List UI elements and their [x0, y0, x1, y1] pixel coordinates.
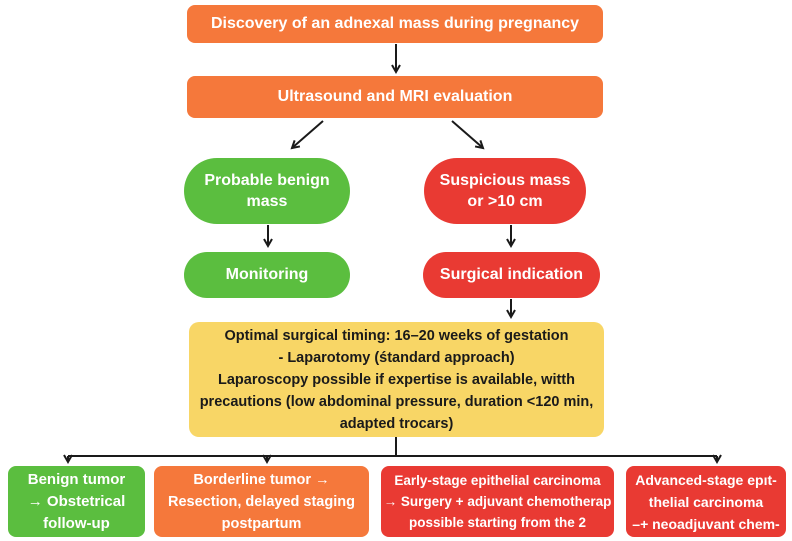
node-surgical-label: Surgical indication [439, 266, 584, 283]
node-advanced-line-3: –+ neoadjuvant chem- [632, 515, 780, 532]
node-probable-line-1: Probable benign [204, 172, 330, 189]
node-suspicious-mass: Suspicious mass or >10 cm [424, 158, 586, 224]
node-probable-line-2: mass [246, 193, 288, 210]
node-suspicious-line-1: Suspicious mass [439, 172, 571, 189]
node-advanced-line-1: Advanced-stage epıt- [635, 471, 777, 488]
node-benign-line-3: follow-up [43, 514, 110, 532]
node-borderline-line-1: Borderline tumor → [193, 471, 330, 488]
node-evaluation-label: Ultrasound and MRI evaluation [277, 88, 513, 105]
node-early-line-3: possible starting from the 2 [408, 515, 587, 530]
node-discovery: Discovery of an adnexal mass during preg… [187, 5, 603, 43]
node-advanced-line-2: thelial carcinoma [648, 493, 764, 510]
node-suspicious-line-2: or >10 cm [467, 193, 543, 210]
node-surgical-timing: Optimal surgical timing: 16–20 weeks of … [189, 322, 604, 437]
node-timing-line-3: Laparoscopy possible if expertise is ava… [218, 371, 575, 388]
node-early-stage-carcinoma: Early-stage epithelial carcinoma → Surge… [381, 466, 614, 537]
node-probable-benign-mass: Probable benign mass [184, 158, 350, 224]
node-benign-line-1: Benign tumor [27, 470, 126, 488]
node-borderline-tumor: Borderline tumor → Resection, delayed st… [154, 466, 369, 537]
node-timing-line-4: precautions (low abdominal pressure, dur… [199, 393, 594, 410]
node-borderline-line-3: postpartum [221, 515, 302, 532]
node-benign-line-2: → Obstetrical [27, 492, 126, 510]
node-timing-line-1: Optimal surgical timing: 16–20 weeks of … [224, 327, 569, 344]
node-early-line-1: Early-stage epithelial carcinoma [394, 473, 601, 488]
arrow-evaluation-to-suspicious [451, 120, 485, 150]
node-monitoring: Monitoring [184, 252, 350, 298]
node-timing-line-5: adapted trocars) [339, 415, 454, 432]
node-early-line-2: → Surgery + adjuvant chemotherap [383, 494, 612, 509]
node-borderline-line-2: Resection, delayed staging [168, 493, 355, 510]
node-benign-tumor: Benign tumor → Obstetrical follow-up [8, 466, 145, 537]
arrow-evaluation-to-probable [290, 120, 324, 150]
node-evaluation: Ultrasound and MRI evaluation [187, 76, 603, 118]
node-discovery-label: Discovery of an adnexal mass during preg… [210, 15, 580, 32]
node-monitoring-label: Monitoring [225, 266, 309, 283]
node-timing-line-2: - Laparotomy (śtandard approach) [278, 349, 515, 366]
node-surgical-indication: Surgical indication [423, 252, 600, 298]
node-advanced-stage-carcinoma: Advanced-stage epıt- thelial carcinoma –… [626, 466, 786, 537]
